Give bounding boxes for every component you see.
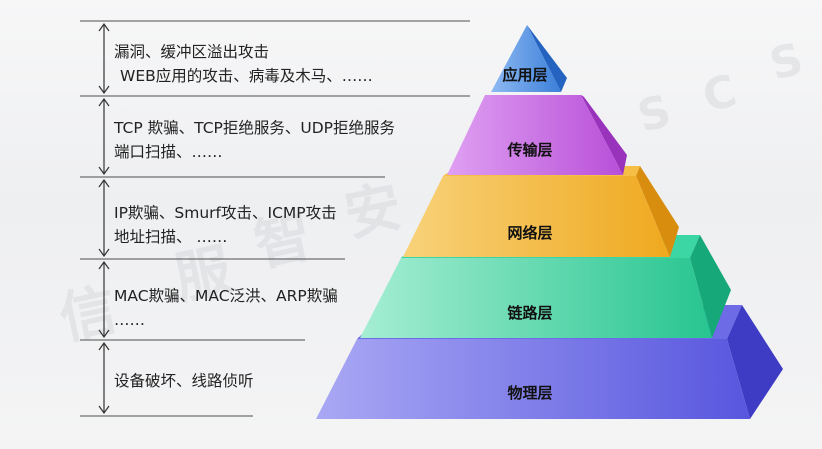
attack-text: TCP 欺骗、TCP拒绝服务、UDP拒绝服务 [114, 119, 396, 137]
link-attacks: MAC欺骗、MAC泛洪、ARP欺骗 …… [114, 284, 338, 332]
attack-text: WEB应用的攻击、病毒及木马、…… [120, 67, 373, 85]
layer-network [403, 166, 679, 257]
range-arrow [98, 260, 110, 339]
range-arrow [98, 341, 110, 415]
layer-network-front [403, 176, 670, 257]
layer-transport-side [581, 95, 627, 175]
watermark: 信 服 智 安 S C S [54, 33, 808, 352]
layer-application-front [491, 25, 561, 92]
watermark-char: 服 [169, 237, 237, 312]
network-attacks: IP欺骗、Smurf攻击、ICMP攻击 地址扫描、 …… [114, 201, 337, 249]
layer-network-side [636, 166, 679, 257]
layer-transport [447, 95, 627, 175]
attack-text: 端口扫描、…… [114, 143, 223, 161]
layer-link-front [360, 258, 712, 338]
watermark-char: C [698, 65, 742, 123]
watermark-char: 安 [339, 174, 407, 249]
layer-application-side [527, 25, 567, 92]
layer-label-transport: 传输层 [506, 141, 552, 159]
attack-text: 设备破坏、线路侦听 [114, 372, 254, 390]
pyramid: 应用层 传输层 网络层 链路层 物理层 [316, 25, 783, 419]
watermark-char: S [633, 85, 677, 142]
attack-text: 漏洞、缓冲区溢出攻击 [114, 43, 270, 61]
watermark-char: 信 [54, 277, 122, 352]
layer-label-application: 应用层 [502, 66, 547, 84]
physical-attacks: 设备破坏、线路侦听 [114, 369, 254, 393]
layer-label-link: 链路层 [507, 304, 552, 322]
attack-text: …… [114, 311, 145, 329]
range-arrow [98, 97, 110, 176]
layer-transport-front [447, 95, 623, 175]
layer-label-physical: 物理层 [507, 384, 552, 402]
attack-text: IP欺骗、Smurf攻击、ICMP攻击 [114, 204, 337, 222]
application-attacks: 漏洞、缓冲区溢出攻击 WEB应用的攻击、病毒及木马、…… [114, 40, 373, 88]
range-arrow [98, 178, 110, 258]
layer-physical-side [727, 305, 783, 419]
layer-physical-front [316, 339, 750, 419]
layer-link-side [690, 235, 731, 338]
range-arrow [98, 22, 110, 95]
attack-text: MAC欺骗、MAC泛洪、ARP欺骗 [114, 287, 338, 305]
attack-text: 地址扫描、 …… [114, 228, 228, 246]
separator-lines [80, 20, 470, 417]
layer-label-network: 网络层 [507, 224, 552, 242]
watermark-char: S [765, 33, 809, 90]
transport-attacks: TCP 欺骗、TCP拒绝服务、UDP拒绝服务 端口扫描、…… [114, 116, 395, 164]
layer-application [491, 25, 567, 92]
watermark-char: 智 [249, 204, 317, 279]
range-arrows [98, 22, 110, 415]
